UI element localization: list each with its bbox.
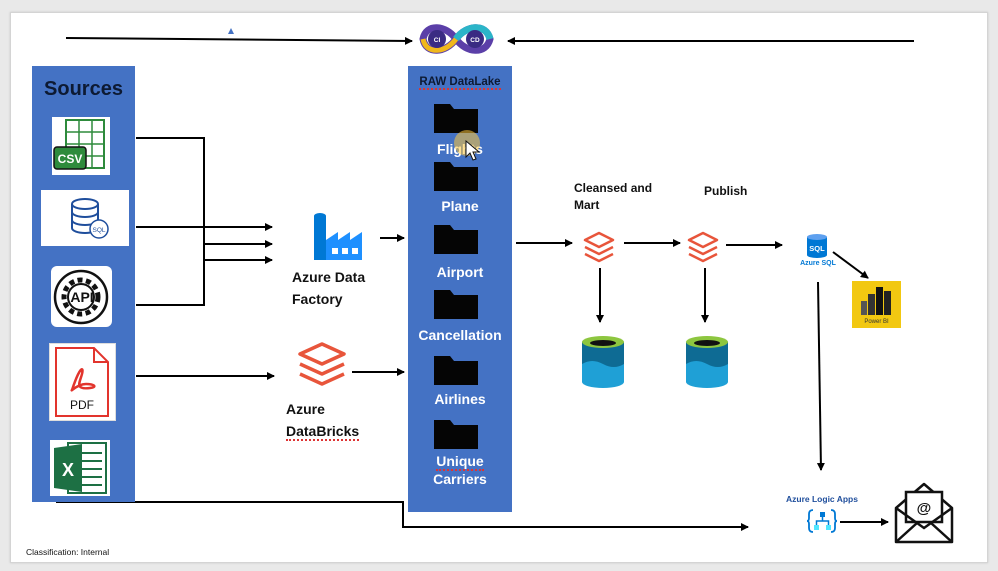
email-at-symbol: @ — [917, 500, 932, 517]
raw-datalake-title: RAW DataLake — [408, 76, 512, 90]
excel-label: X — [62, 460, 74, 480]
azure-sql-icon: SQL — [807, 234, 827, 258]
api-connector — [136, 240, 205, 306]
adf-label-line2: Factory — [292, 291, 343, 307]
azure-sql-badge: SQL — [809, 244, 825, 253]
excel-file-icon: X — [54, 442, 107, 494]
logic-apps-icon — [806, 509, 838, 533]
ci-label: CI — [434, 37, 441, 44]
azure-data-factory-icon — [314, 213, 362, 260]
classification-footer: Classification: Internal — [26, 547, 110, 557]
raw-datalake-title-text: RAW DataLake — [419, 76, 501, 90]
folder-label-cancellation: Cancellation — [418, 327, 502, 343]
logic-apps-label: Azure Logic Apps — [786, 494, 858, 504]
folder-icon — [434, 104, 478, 133]
csv-label: CSV — [58, 152, 83, 166]
powerbi-icon — [861, 287, 891, 315]
pdf-source-tile: PDF — [49, 343, 116, 421]
cleansed-label: Cleansed and Mart — [574, 180, 674, 214]
sql-database-icon: SQL — [71, 198, 109, 239]
folder-label-unique: Unique — [408, 452, 512, 471]
publish-label: Publish — [704, 184, 748, 198]
csv-file-icon: CSV — [53, 119, 105, 170]
folder-label-unique-text: Unique — [436, 453, 484, 471]
excel-source-tile: X — [50, 440, 110, 496]
arrow-sql-to-logicapps — [816, 281, 825, 471]
email-envelope-icon: @ — [894, 482, 954, 544]
sql-label: SQL — [92, 227, 105, 234]
cleansed-label-line1: Cleansed and — [574, 181, 653, 195]
folder-icon — [434, 225, 478, 254]
pdf-label: PDF — [70, 398, 94, 412]
folder-icon — [434, 162, 478, 191]
folder-icon — [434, 356, 478, 385]
sources-title: Sources — [44, 78, 123, 100]
arrow-sql-to-powerbi — [832, 251, 869, 279]
api-label: API — [70, 289, 93, 305]
cleansed-label-line2: Mart — [574, 198, 600, 212]
sql-source-tile: SQL — [41, 190, 129, 246]
cd-label: CD — [470, 37, 480, 44]
mouse-pointer-icon — [465, 140, 481, 161]
folder-icon — [434, 420, 478, 449]
csv-connector — [136, 137, 205, 260]
databricks-label: Azure DataBricks — [286, 398, 386, 442]
pdf-file-icon: PDF — [55, 347, 109, 417]
powerbi-label: Power BI — [864, 319, 889, 325]
folder-icon — [434, 290, 478, 319]
arrow-to-cicd-left — [65, 36, 413, 45]
azure-sql-label: Azure SQL — [800, 260, 836, 267]
folder-label-carriers: Carriers — [433, 471, 487, 487]
cleansed-storage-icon — [582, 336, 624, 388]
folder-label-plane: Plane — [441, 198, 479, 214]
databricks-label-line1: Azure — [286, 401, 325, 417]
databricks-icon — [298, 342, 346, 386]
small-triangle-marker — [228, 28, 234, 34]
adf-label: Azure Data Factory — [292, 266, 392, 310]
publish-databricks-icon — [687, 231, 719, 263]
databricks-label-line2: DataBricks — [286, 420, 386, 442]
ci-cd-infinity-icon: CI CD — [419, 24, 494, 54]
folder-label-unique-carriers: Unique Carriers — [408, 452, 512, 488]
powerbi-tile: Power BI — [852, 281, 901, 328]
folder-label-airport: Airport — [436, 264, 484, 280]
folder-label-airlines: Airlines — [434, 391, 486, 407]
excel-connector — [56, 501, 749, 531]
api-source-tile: API — [51, 266, 112, 327]
api-gear-icon: API — [53, 269, 109, 325]
cleansed-databricks-icon — [583, 231, 615, 263]
adf-label-line1: Azure Data — [292, 269, 366, 285]
databricks-label-text: DataBricks — [286, 423, 360, 441]
publish-storage-icon — [686, 336, 728, 388]
csv-file-tile: CSV — [52, 117, 110, 175]
